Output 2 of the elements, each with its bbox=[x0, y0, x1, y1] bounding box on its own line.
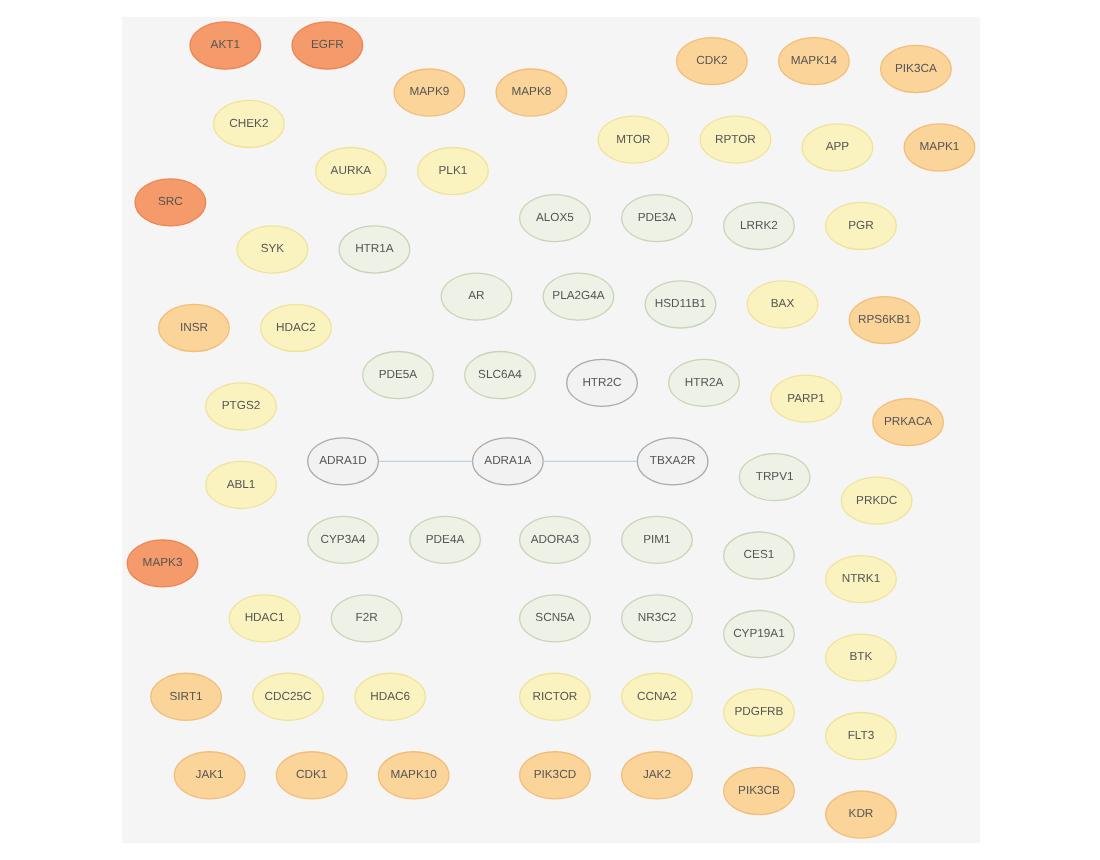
connector bbox=[541, 460, 637, 463]
connector bbox=[377, 460, 473, 463]
